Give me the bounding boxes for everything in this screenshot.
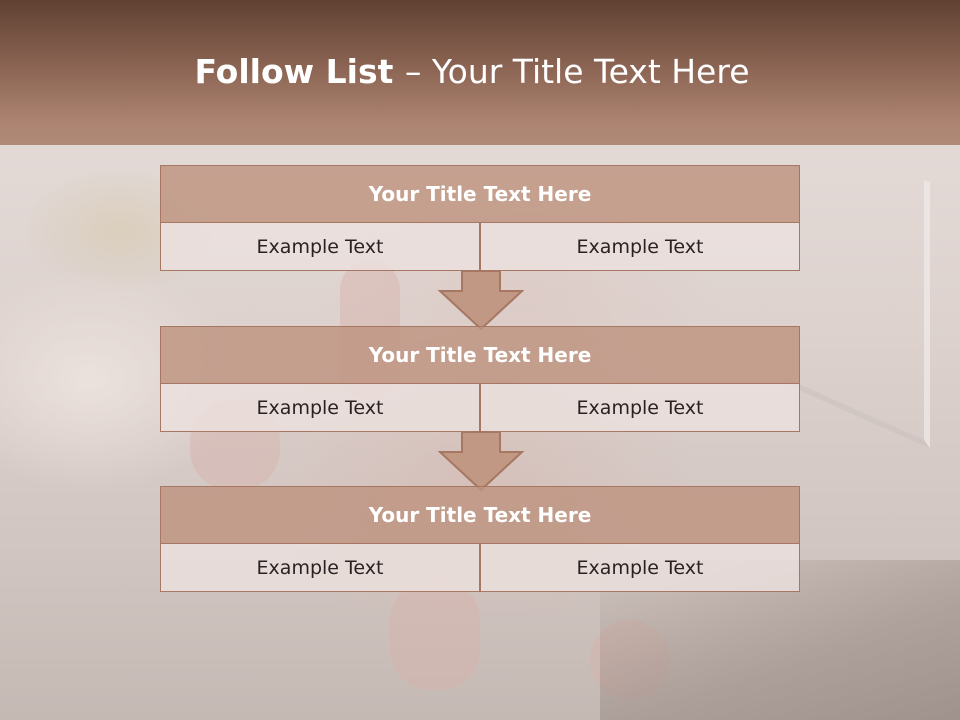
slide-title-bold: Follow List	[194, 52, 405, 91]
step-title: Your Title Text Here	[160, 165, 800, 223]
step-left-text: Example Text	[160, 543, 480, 592]
background-book-edge	[784, 117, 930, 449]
step-title: Your Title Text Here	[160, 326, 800, 384]
background-finger	[390, 580, 480, 690]
step-block-2: Your Title Text Here Example Text Exampl…	[160, 326, 800, 432]
step-right-text: Example Text	[480, 543, 800, 592]
slide-title-rest: – Your Title Text Here	[404, 52, 750, 91]
step-left-text: Example Text	[160, 383, 480, 432]
step-right-text: Example Text	[480, 383, 800, 432]
step-title: Your Title Text Here	[160, 486, 800, 544]
down-arrow-icon	[438, 432, 524, 492]
slide-title: Follow List – Your Title Text Here	[0, 52, 944, 91]
step-right-text: Example Text	[480, 222, 800, 271]
step-left-text: Example Text	[160, 222, 480, 271]
step-block-1: Your Title Text Here Example Text Exampl…	[160, 165, 800, 271]
down-arrow-icon	[438, 271, 524, 331]
header-band: Follow List – Your Title Text Here	[0, 0, 960, 145]
step-block-3: Your Title Text Here Example Text Exampl…	[160, 486, 800, 592]
